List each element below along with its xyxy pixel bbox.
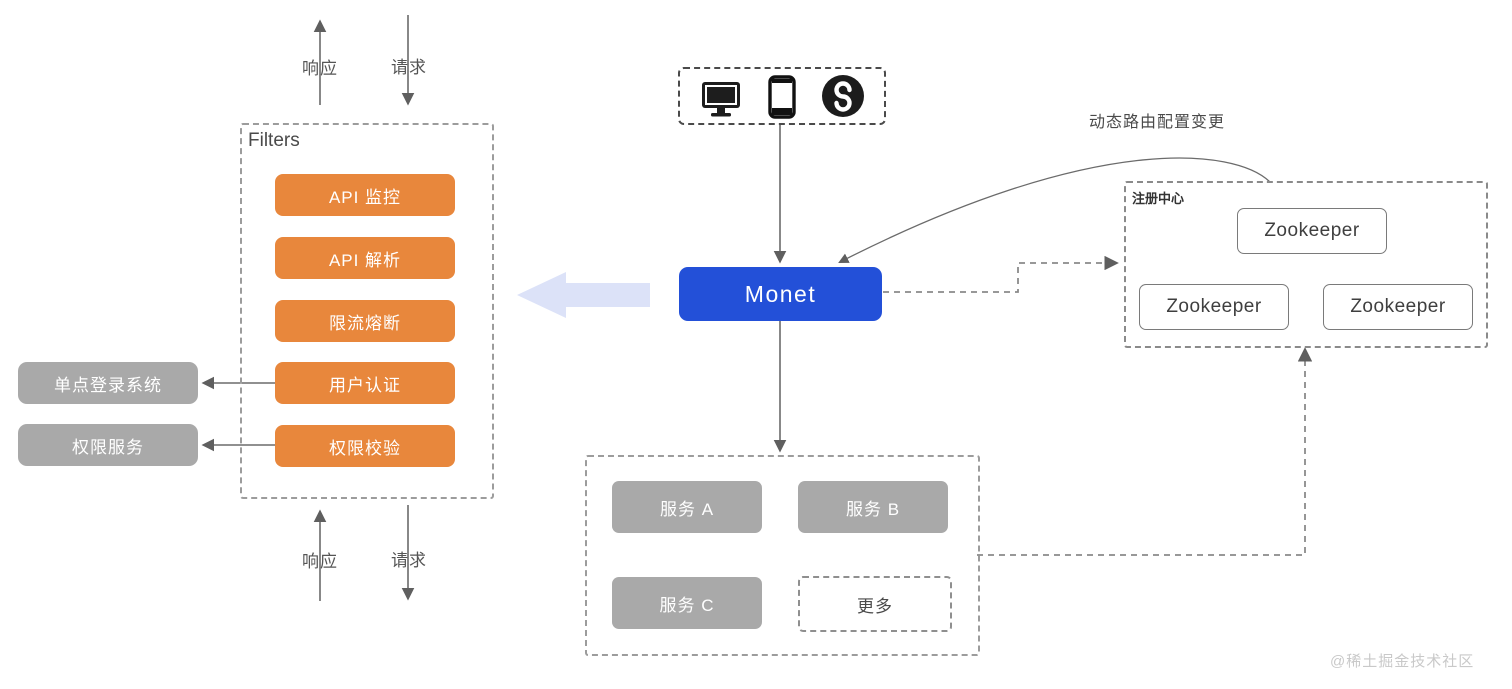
filters-title: Filters: [248, 130, 300, 151]
filter-api-parse: API 解析: [275, 237, 455, 279]
zookeeper-node-2: Zookeeper: [1139, 284, 1289, 330]
filters-container: Filters: [240, 123, 494, 499]
filter-user-auth: 用户认证: [275, 362, 455, 404]
clients-container: [678, 67, 886, 125]
gateway-box: Monet: [679, 267, 882, 321]
zookeeper-node-1: Zookeeper: [1237, 208, 1387, 254]
top-request-label: 请求: [391, 58, 427, 77]
service-b-box: 服务 B: [798, 481, 948, 533]
client-icons: [702, 75, 864, 119]
registry-title: 注册中心: [1132, 191, 1185, 206]
filter-permission-check: 权限校验: [275, 425, 455, 467]
gateway-output-arrow: [517, 272, 650, 318]
bottom-request-label: 请求: [391, 551, 427, 570]
bottom-response-label: 响应: [302, 552, 338, 571]
watermark: @稀土掘金技术社区: [1330, 653, 1475, 670]
filter-rate-limit: 限流熔断: [275, 300, 455, 342]
services-container: [585, 455, 980, 656]
auth-service-box: 权限服务: [18, 424, 198, 466]
sso-system-box: 单点登录系统: [18, 362, 198, 404]
miniprogram-icon: [822, 75, 864, 117]
filter-api-monitor: API 监控: [275, 174, 455, 216]
gateway-to-registry-link: [883, 255, 1119, 293]
zookeeper-node-3: Zookeeper: [1323, 284, 1473, 330]
route-change-label: 动态路由配置变更: [1089, 114, 1226, 131]
registry-container: 注册中心: [1124, 181, 1488, 348]
desktop-icon: [702, 82, 740, 117]
top-response-label: 响应: [302, 59, 338, 78]
mobile-icon: [768, 75, 796, 119]
service-more-box: 更多: [798, 576, 952, 632]
service-c-box: 服务 C: [612, 577, 762, 629]
service-a-box: 服务 A: [612, 481, 762, 533]
services-to-registry-link: [977, 347, 1313, 556]
